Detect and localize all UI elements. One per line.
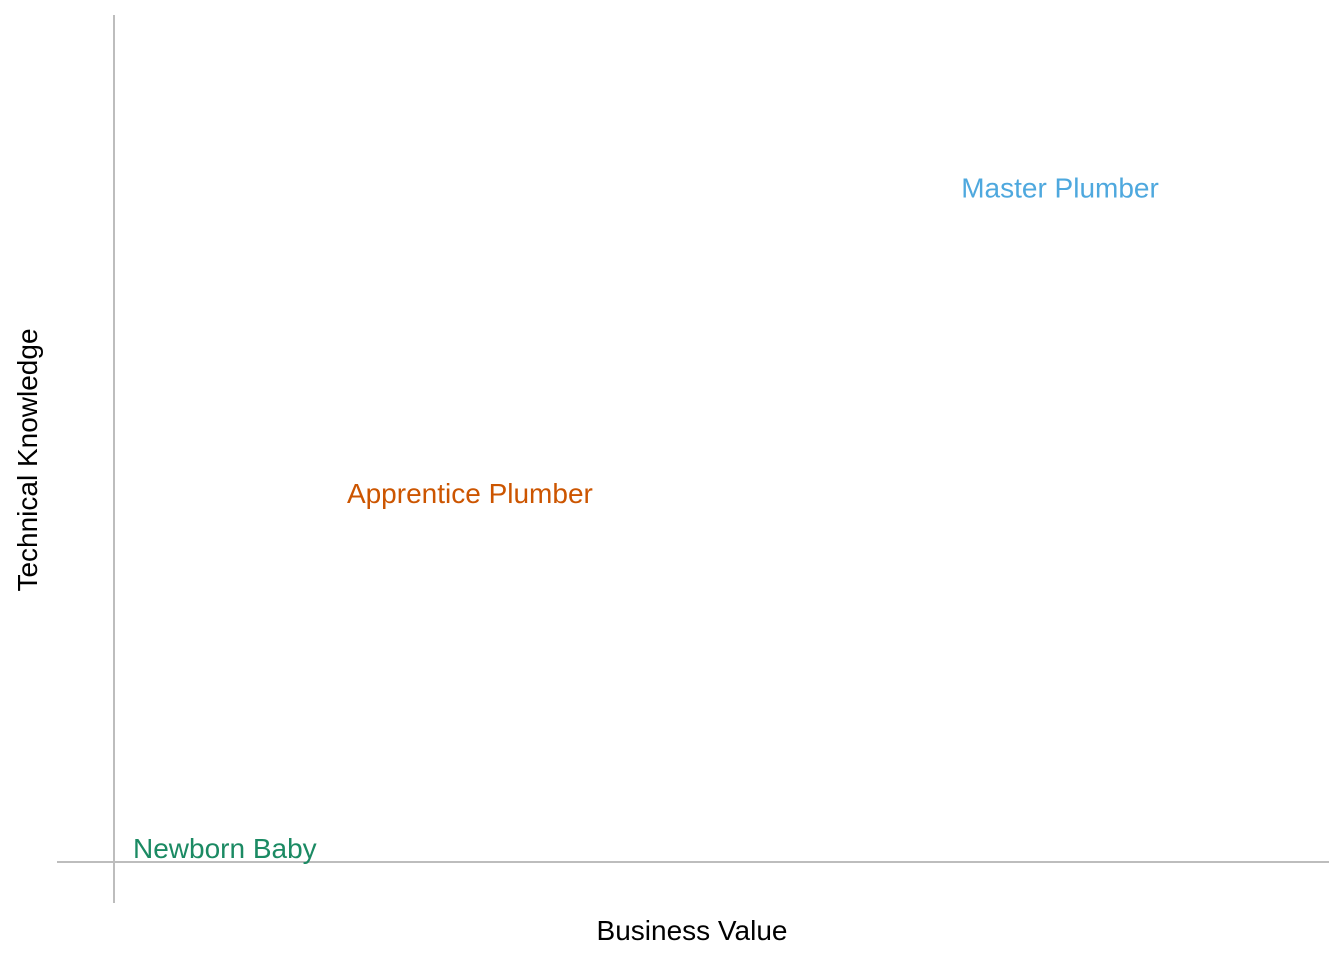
point-labels-group: Newborn Baby Apprentice Plumber Master Plu… — [133, 173, 1159, 864]
point-label: Apprentice Plumber — [347, 478, 593, 509]
x-axis-title: Business Value — [597, 915, 788, 946]
point-label: Newborn Baby — [133, 833, 317, 864]
point-label: Master Plumber — [961, 173, 1159, 204]
y-axis-title: Technical Knowledge — [12, 328, 43, 591]
